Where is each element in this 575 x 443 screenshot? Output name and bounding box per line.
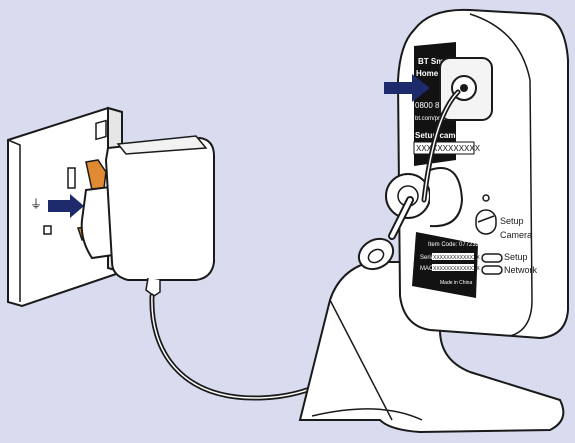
serial-value: XXXXXXXXXXXXXX bbox=[433, 255, 480, 261]
led-label-line-2: Network bbox=[504, 265, 538, 275]
power-adapter-plug[interactable] bbox=[76, 135, 215, 297]
reset-hole-icon bbox=[482, 194, 490, 202]
earth-icon: ⏚ bbox=[30, 197, 42, 211]
mac-prefix: MAC bbox=[420, 266, 434, 272]
camera-power-socket[interactable] bbox=[439, 57, 493, 121]
led-label-line-1: Setup bbox=[504, 252, 528, 262]
camera-hinge bbox=[385, 167, 464, 228]
switch-label-line-2: Camera bbox=[500, 230, 532, 240]
right-arrow-icon bbox=[384, 74, 430, 102]
cable-clip bbox=[357, 196, 414, 271]
setup-name-value: XXXXXXXXXXXX bbox=[416, 144, 481, 153]
camera-side-controls: Setup Camera Setup Network bbox=[475, 194, 538, 275]
setup-name-heading: Setup camera name: bbox=[415, 131, 493, 140]
mac-value: XXXXXXXXXXXXXX bbox=[433, 266, 480, 272]
switch-label-line-1: Setup bbox=[500, 216, 524, 226]
camera-stand bbox=[298, 261, 565, 434]
brand-line-1: BT Smart bbox=[418, 57, 454, 66]
status-led-icon bbox=[481, 253, 503, 275]
support-phone: 0800 800 0 bbox=[415, 101, 456, 110]
base-label: Item Code: 077232 Serial XXXXXXXXXXXXXX … bbox=[412, 232, 480, 298]
item-code: Item Code: 077232 bbox=[428, 242, 480, 248]
brand-line-2: Home Cam bbox=[416, 69, 458, 78]
socket-switch[interactable] bbox=[95, 119, 107, 141]
slide-switch-icon[interactable] bbox=[475, 209, 497, 235]
made-in: Made in China bbox=[440, 280, 472, 286]
serial-prefix: Serial bbox=[420, 255, 435, 261]
right-arrow-icon bbox=[48, 194, 84, 218]
